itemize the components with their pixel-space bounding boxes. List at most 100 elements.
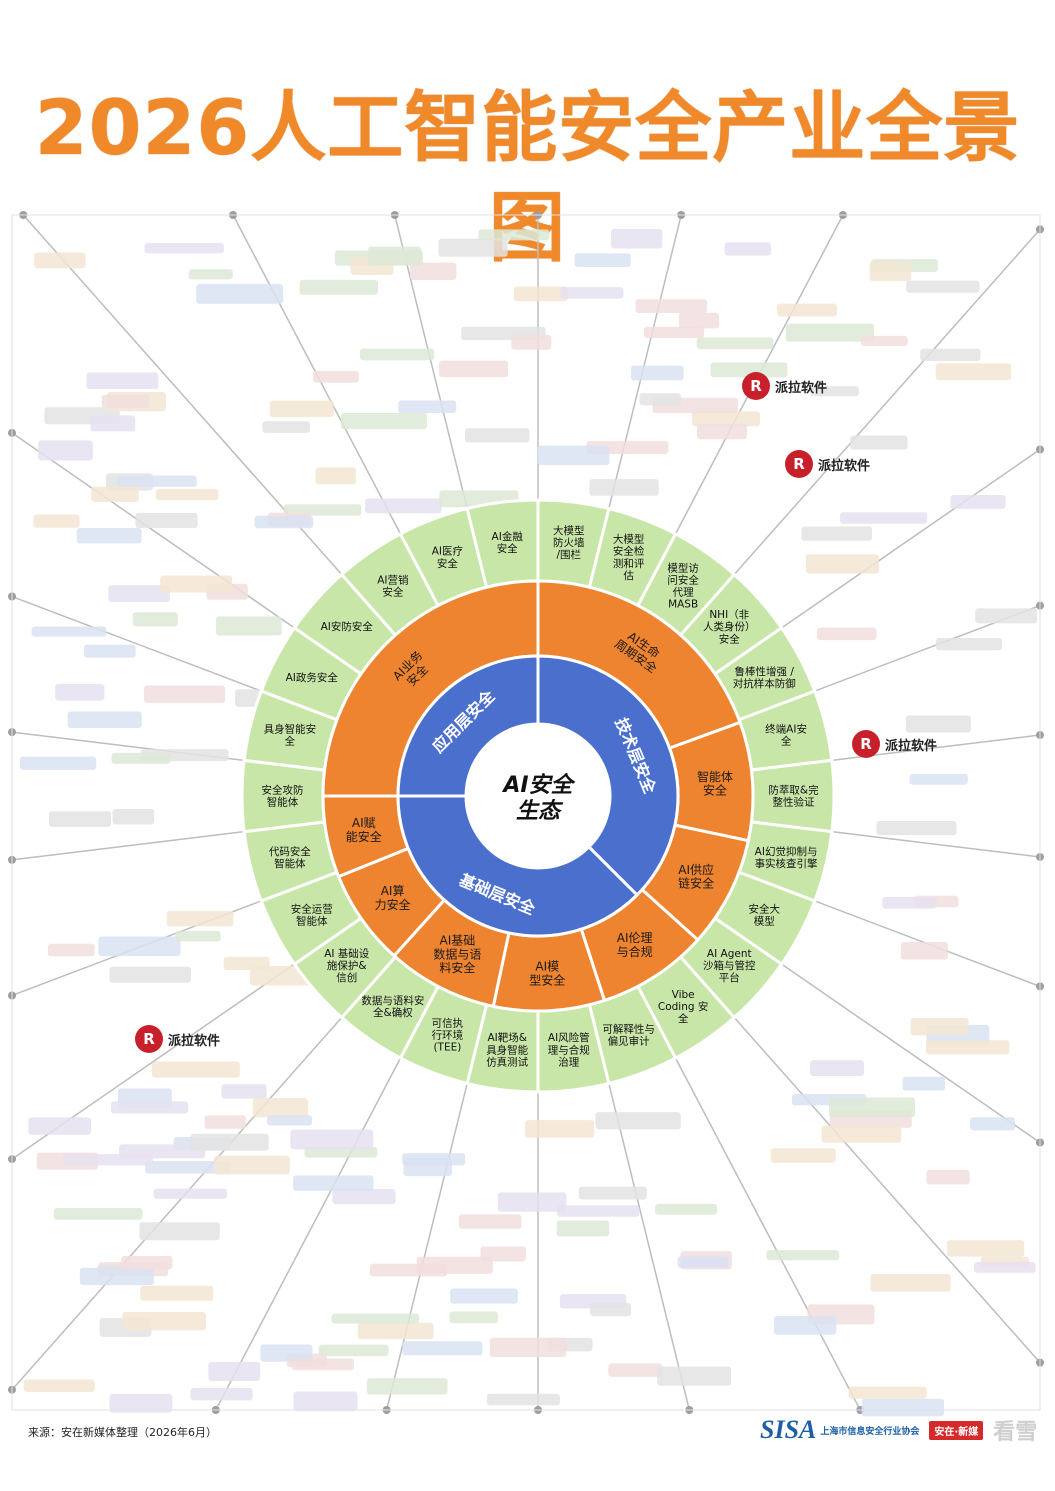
- vendor-logo-placeholder: [357, 1322, 434, 1340]
- vendor-logo-placeholder: [153, 1188, 228, 1199]
- vendor-logo-placeholder: [55, 684, 105, 701]
- outer-segment-label: AI金融安全: [492, 530, 524, 555]
- vendor-logo-placeholder: [190, 1388, 253, 1401]
- vendor-logo-placeholder: [556, 1220, 610, 1237]
- spoke-line: [781, 448, 1041, 629]
- vendor-logo-placeholder: [861, 1398, 945, 1417]
- outer-segment-label: AI幻觉抑制与事实核查引擎: [755, 845, 818, 870]
- outer-segment-label: NHI（非人类身份）安全: [703, 609, 756, 645]
- vendor-logo-placeholder: [23, 1379, 95, 1393]
- vendor-logo-placeholder: [91, 486, 139, 502]
- vendor-logo-placeholder: [560, 287, 624, 299]
- source-note: 来源：安在新媒体整理（2026年6月）: [28, 1426, 217, 1439]
- vendor-logo-area: [20, 229, 1038, 1417]
- outer-segment-label: 数据与语料安全&确权: [361, 994, 424, 1019]
- spoke-line: [608, 1083, 691, 1411]
- vendor-logo-placeholder: [90, 415, 136, 432]
- vendor-logo-placeholder: [926, 1169, 970, 1185]
- vendor-logo-placeholder: [691, 411, 760, 427]
- vendor-logo-placeholder: [590, 1303, 632, 1317]
- vendor-logo-placeholder: [935, 637, 1003, 651]
- spoke-line: [11, 830, 245, 861]
- vendor-logo-placeholder: [135, 512, 198, 528]
- sisa-logo: SISA 上海市信息安全行业协会: [760, 1415, 919, 1445]
- middle-segment-label: AI算力安全: [375, 883, 411, 912]
- vendor-logo-placeholder: [151, 1061, 240, 1078]
- vendor-logo-placeholder: [970, 1117, 1015, 1131]
- vendor-logo-placeholder: [920, 348, 981, 361]
- vendor-logo-placeholder: [439, 360, 509, 378]
- spoke-line: [831, 830, 1041, 858]
- spoke-line: [733, 1017, 1041, 1364]
- vendor-logo-placeholder: [304, 1146, 378, 1158]
- spoke-line: [385, 1083, 468, 1411]
- watermark: R 派拉软件: [785, 450, 870, 478]
- vendor-logo-placeholder: [145, 1160, 230, 1174]
- vendor-logo-placeholder: [366, 1378, 448, 1395]
- diagram-frame: [11, 214, 1041, 1411]
- vendor-logo-placeholder: [132, 612, 178, 627]
- vendor-logo-placeholder: [315, 467, 356, 485]
- vendor-logo-placeholder: [486, 1393, 560, 1406]
- vendor-logo-placeholder: [76, 527, 142, 544]
- vendor-logo-placeholder: [188, 269, 233, 280]
- vendor-logo-placeholder: [465, 428, 530, 443]
- vendor-logo-placeholder: [340, 412, 427, 430]
- vendor-logo-placeholder: [216, 616, 282, 636]
- vendor-logo-placeholder: [48, 811, 112, 827]
- spoke-line: [11, 1017, 343, 1391]
- spoke-line: [11, 595, 262, 692]
- vendor-logo-placeholder: [974, 1262, 1036, 1273]
- middle-segment-label: AI赋能安全: [346, 816, 382, 844]
- pala-logo-icon: R: [852, 730, 880, 758]
- vendor-logo-placeholder: [773, 1315, 837, 1335]
- outer-segment-label: 防萃取&完整性验证: [768, 784, 819, 809]
- vendor-logo-placeholder: [108, 585, 170, 602]
- vendor-logo-placeholder: [359, 348, 435, 361]
- vendor-logo-placeholder: [116, 475, 197, 487]
- vendor-logo-placeholder: [109, 1393, 173, 1413]
- vendor-logo-placeholder: [458, 1214, 522, 1229]
- vendor-logo-placeholder: [144, 242, 224, 254]
- vendor-logo-placeholder: [332, 1188, 396, 1205]
- vendor-logo-placeholder: [821, 1125, 902, 1143]
- vendor-logo-placeholder: [223, 956, 270, 970]
- vendor-logo-placeholder: [805, 554, 880, 574]
- vendor-logo-placeholder: [766, 1250, 840, 1261]
- vendor-logo-placeholder: [293, 1391, 358, 1412]
- vendor-logo-placeholder: [122, 1311, 206, 1331]
- vendor-logo-placeholder: [557, 1205, 640, 1217]
- vendor-logo-placeholder: [47, 943, 95, 957]
- vendor-logo-placeholder: [489, 1337, 567, 1358]
- vendor-logo-placeholder: [876, 820, 957, 836]
- vendor-logo-placeholder: [38, 440, 93, 461]
- middle-segment-label: AI供应链安全: [678, 862, 714, 891]
- anzai-logo: 安在·新媒: [929, 1420, 984, 1440]
- vendor-logo-placeholder: [657, 1366, 732, 1386]
- outer-segment-label: 代码安全智能体: [269, 845, 311, 870]
- watermark: R 派拉软件: [135, 1025, 220, 1053]
- pala-logo-icon: R: [135, 1025, 163, 1053]
- vendor-logo-placeholder: [902, 1076, 946, 1091]
- spoke-line: [608, 214, 682, 509]
- vendor-logo-placeholder: [829, 1097, 915, 1118]
- vendor-logo-placeholder: [850, 435, 908, 450]
- vendor-logo-placeholder: [266, 1115, 313, 1126]
- vendor-logo-placeholder: [402, 1341, 483, 1356]
- outer-segment-label: 可解释性与偏见审计: [602, 1023, 655, 1048]
- vendor-logo-placeholder: [950, 494, 1006, 509]
- middle-segment-label: AI生命周期安全: [612, 625, 668, 676]
- vendor-logo-placeholder: [318, 1344, 389, 1357]
- vendor-logo-placeholder: [112, 808, 155, 825]
- vendor-logo-placeholder: [252, 1098, 309, 1118]
- vendor-logo-placeholder: [111, 1101, 189, 1114]
- spoke-line: [781, 963, 1041, 1144]
- vendor-logo-placeholder: [410, 262, 457, 280]
- page-title: 2026人工智能安全产业全景图: [34, 83, 1021, 272]
- outer-segment-label: AI安防安全: [321, 620, 374, 633]
- vendor-logo-placeholder: [935, 363, 1012, 381]
